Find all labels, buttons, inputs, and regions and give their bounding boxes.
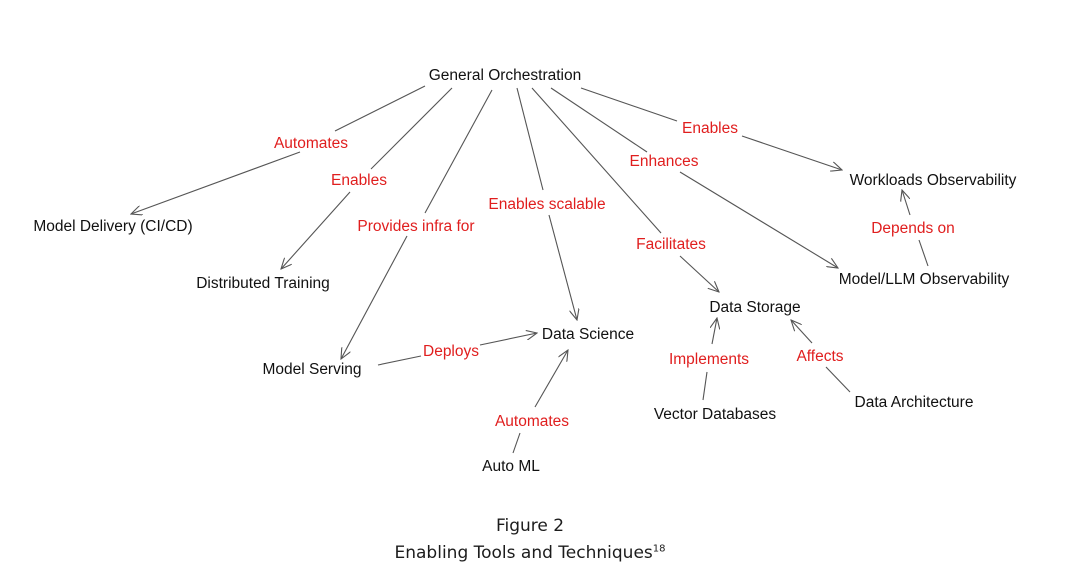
node-model-serving: Model Serving — [262, 361, 361, 378]
edge-provides-infra-model-serving — [341, 89, 493, 359]
edge-enhances-model-llm-observability — [550, 87, 838, 268]
edge-label-deploys: Deploys — [423, 343, 479, 360]
edge-automates-model-delivery — [131, 85, 426, 214]
edge-label-automates-automl: Automates — [495, 413, 569, 430]
edge-depends-on — [902, 190, 929, 267]
node-vector-databases: Vector Databases — [654, 406, 777, 423]
node-model-llm-observability: Model/LLM Observability — [839, 271, 1010, 288]
edge-facilitates-data-storage — [531, 87, 719, 292]
node-distributed-training: Distributed Training — [196, 275, 330, 292]
node-workloads-observability: Workloads Observability — [850, 172, 1017, 189]
figure-title-text: Enabling Tools and Techniques — [394, 543, 653, 563]
edge-label-enhances: Enhances — [630, 153, 699, 170]
edge-label-depends-on: Depends on — [871, 220, 955, 237]
edge-label-implements: Implements — [669, 351, 749, 368]
figure-number: Figure 2 — [495, 516, 565, 536]
concept-diagram: General Orchestration Model Delivery (CI… — [33, 67, 1017, 475]
edge-label-facilitates: Facilitates — [636, 236, 706, 253]
edge-automates-auto-ml — [512, 350, 568, 454]
node-model-delivery: Model Delivery (CI/CD) — [33, 218, 192, 235]
edge-enables-scalable-data-science — [516, 87, 577, 320]
edge-label-provides-infra: Provides infra for — [357, 218, 474, 235]
edge-implements-vector-databases — [702, 318, 717, 401]
edge-label-affects: Affects — [796, 348, 843, 365]
figure-title: Enabling Tools and Techniques18 — [0, 543, 1060, 563]
node-auto-ml: Auto ML — [482, 458, 540, 475]
edge-deploys-data-science — [377, 333, 537, 366]
edge-enables-workloads-observability — [580, 87, 842, 170]
node-data-architecture: Data Architecture — [855, 394, 974, 411]
edge-label-enables-workloads: Enables — [682, 120, 738, 137]
edge-enables-distributed-training — [281, 87, 453, 269]
node-data-storage: Data Storage — [709, 299, 800, 316]
edge-label-enables-training: Enables — [331, 172, 387, 189]
edge-label-enables-scalable: Enables scalable — [488, 196, 605, 213]
edge-label-automates-delivery: Automates — [274, 135, 348, 152]
node-general-orchestration: General Orchestration — [429, 67, 582, 84]
footnote-marker: 18 — [652, 543, 666, 555]
edge-affects-data-architecture — [791, 320, 851, 393]
node-data-science: Data Science — [542, 326, 634, 343]
